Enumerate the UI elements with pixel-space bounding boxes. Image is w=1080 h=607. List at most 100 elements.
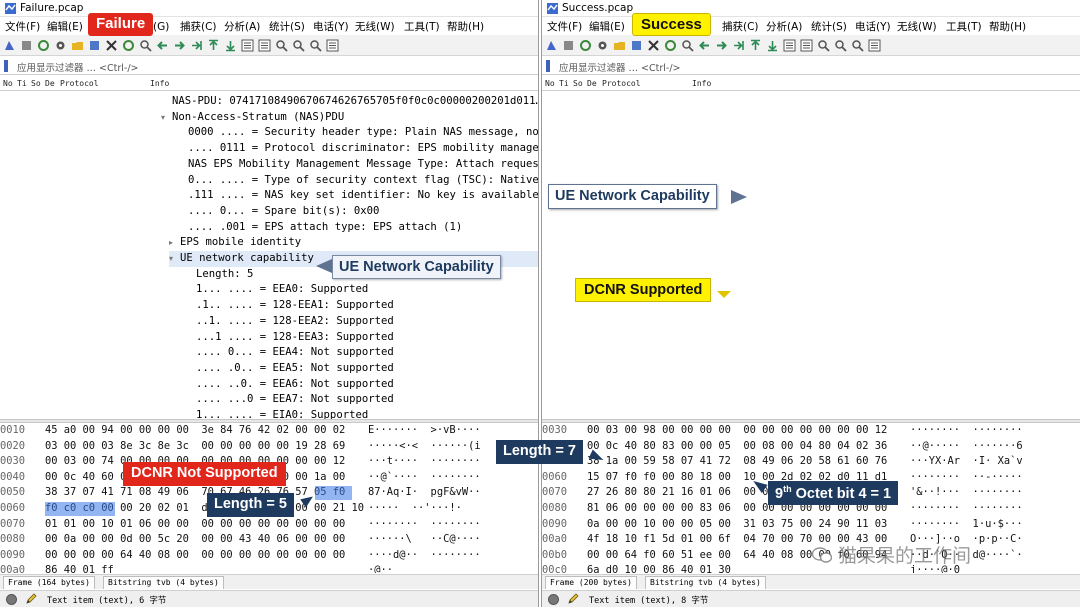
- menu-item[interactable]: 工具(T): [404, 21, 440, 33]
- close-file-icon[interactable]: [105, 39, 118, 52]
- hex-bytes[interactable]: 45 a0 00 94 00 00 00 00 3e 84 76 42 02 0…: [45, 424, 346, 436]
- tree-item[interactable]: 1... .... = EEA0: Supported: [185, 282, 368, 298]
- menu-item[interactable]: 无线(W): [355, 21, 395, 33]
- tree-item[interactable]: .... 0111 = Protocol discriminator: EPS …: [177, 141, 538, 157]
- column-time[interactable]: Ti: [559, 79, 569, 88]
- first-packet-icon[interactable]: [207, 39, 220, 52]
- display-filter-bar[interactable]: 应用显示过滤器 … <Ctrl-/>: [542, 57, 1080, 75]
- menu-item[interactable]: 分析(A): [224, 21, 261, 33]
- hex-bytes[interactable]: 15 07 f0 f0 00 80 18 00 10 00 2d 02 02 d…: [587, 470, 888, 483]
- pane-splitter[interactable]: [0, 419, 538, 423]
- expand-arrow-icon[interactable]: ▸: [169, 238, 174, 248]
- hex-bytes[interactable]: 00 00 64 f0 60 51 ee 00 64 40 08 00 00 f…: [587, 548, 888, 561]
- menu-item[interactable]: 统计(S): [811, 21, 847, 33]
- tree-item[interactable]: .... 0... = Spare bit(s): 0x00: [177, 204, 379, 220]
- first-packet-icon[interactable]: [749, 39, 762, 52]
- hex-ascii[interactable]: ··@`···· ········: [368, 470, 481, 483]
- stop-icon[interactable]: [562, 39, 575, 52]
- hex-ascii[interactable]: ···t···· ········: [368, 455, 481, 468]
- menu-item[interactable]: 捕获(C): [722, 21, 759, 33]
- hex-ascii[interactable]: ·····<·< ······(i: [368, 439, 481, 452]
- go-to-packet-icon[interactable]: [190, 39, 203, 52]
- restart-icon[interactable]: [37, 39, 50, 52]
- tree-item[interactable]: Length: 5: [185, 267, 253, 283]
- go-forward-icon[interactable]: [173, 39, 186, 52]
- resize-columns-icon[interactable]: [326, 39, 339, 52]
- resize-columns-icon[interactable]: [868, 39, 881, 52]
- last-packet-icon[interactable]: [766, 39, 779, 52]
- tree-item[interactable]: ▸EPS mobile identity: [169, 235, 301, 251]
- hex-bytes[interactable]: 38 1a 00 59 58 07 41 72 08 49 06 20 58 6…: [587, 455, 888, 468]
- display-filter-bar[interactable]: 应用显示过滤器 … <Ctrl-/>: [0, 57, 538, 75]
- hex-bytes[interactable]: 4f 18 10 f1 5d 01 00 6f 04 70 00 70 00 0…: [587, 533, 888, 546]
- tree-item[interactable]: 0000 .... = Security header type: Plain …: [177, 125, 538, 141]
- tree-item[interactable]: .111 .... = NAS key set identifier: No k…: [177, 188, 538, 204]
- zoom-out-icon[interactable]: [834, 39, 847, 52]
- open-file-icon[interactable]: [71, 39, 84, 52]
- zoom-in-icon[interactable]: [275, 39, 288, 52]
- tree-item[interactable]: .... ..0. = EEA6: Not supported: [185, 377, 394, 393]
- menu-item[interactable]: 捕获(C): [180, 21, 217, 33]
- hex-bytes[interactable]: 00 0c 40 80 83 00 00 05 00 08 00 04 80 0…: [587, 439, 888, 452]
- tab-frame[interactable]: Frame (164 bytes): [3, 576, 95, 589]
- pane-splitter[interactable]: [542, 419, 1080, 423]
- bookmark-icon[interactable]: [4, 60, 8, 72]
- edit-comment-icon[interactable]: [567, 593, 579, 605]
- tree-item[interactable]: .... .0.. = EEA5: Not supported: [185, 361, 394, 377]
- normal-size-icon[interactable]: [309, 39, 322, 52]
- hex-ascii[interactable]: ········ ········: [368, 517, 481, 530]
- save-file-icon[interactable]: [88, 39, 101, 52]
- autoscroll-icon[interactable]: [241, 39, 254, 52]
- menu-item[interactable]: 编辑(E): [589, 21, 625, 33]
- hex-ascii[interactable]: E······· >·vB····: [368, 424, 481, 436]
- collapse-arrow-icon[interactable]: ▾: [161, 112, 166, 122]
- column-no[interactable]: No: [545, 79, 555, 88]
- menu-item[interactable]: 电话(Y): [313, 21, 349, 33]
- column-time[interactable]: Ti: [17, 79, 27, 88]
- close-file-icon[interactable]: [647, 39, 660, 52]
- tree-item[interactable]: .1.. .... = 128-EEA1: Supported: [185, 298, 394, 314]
- save-file-icon[interactable]: [630, 39, 643, 52]
- hex-ascii[interactable]: ······\ ··C@····: [368, 533, 481, 546]
- last-packet-icon[interactable]: [224, 39, 237, 52]
- open-file-icon[interactable]: [613, 39, 626, 52]
- menu-item[interactable]: 帮助(H): [989, 21, 1027, 33]
- reload-icon[interactable]: [122, 39, 135, 52]
- menu-item[interactable]: 帮助(H): [447, 21, 485, 33]
- reload-icon[interactable]: [664, 39, 677, 52]
- hex-bytes[interactable]: 03 00 00 03 8e 3c 8e 3c 00 00 00 00 00 1…: [45, 439, 346, 452]
- find-icon[interactable]: [681, 39, 694, 52]
- hex-ascii[interactable]: ········ ··-·····: [910, 470, 1023, 483]
- hex-ascii[interactable]: ···YX·Ar ·I· Xa`v: [910, 455, 1023, 468]
- column-source[interactable]: So: [573, 79, 583, 88]
- menu-item[interactable]: 文件(F): [5, 21, 41, 33]
- hex-bytes[interactable]: 00 00 00 00 64 40 08 00 00 00 00 00 00 0…: [45, 548, 346, 561]
- tree-item[interactable]: ..1. .... = 128-EEA2: Supported: [185, 314, 394, 330]
- go-to-packet-icon[interactable]: [732, 39, 745, 52]
- go-back-icon[interactable]: [698, 39, 711, 52]
- hex-ascii[interactable]: 87·Aq·I· pgF&vW··: [368, 486, 481, 499]
- menu-item[interactable]: 统计(S): [269, 21, 305, 33]
- tab-frame[interactable]: Frame (200 bytes): [545, 576, 637, 589]
- hex-ascii[interactable]: ····· ··'···!·: [368, 502, 462, 514]
- bookmark-icon[interactable]: [546, 60, 550, 72]
- menu-item[interactable]: 分析(A): [766, 21, 803, 33]
- hex-bytes[interactable]: 00 03 00 98 00 00 00 00 00 00 00 00 00 0…: [587, 424, 888, 436]
- column-source[interactable]: So: [31, 79, 41, 88]
- hex-ascii[interactable]: ·@··: [368, 564, 394, 573]
- menu-item[interactable]: 工具(T): [946, 21, 982, 33]
- hex-bytes[interactable]: 86 40 01 ff: [45, 564, 114, 573]
- column-destination[interactable]: De: [587, 79, 597, 88]
- collapse-arrow-icon[interactable]: ▾: [169, 254, 174, 263]
- edit-comment-icon[interactable]: [25, 593, 37, 605]
- hex-ascii[interactable]: ····d@·· ········: [368, 548, 481, 561]
